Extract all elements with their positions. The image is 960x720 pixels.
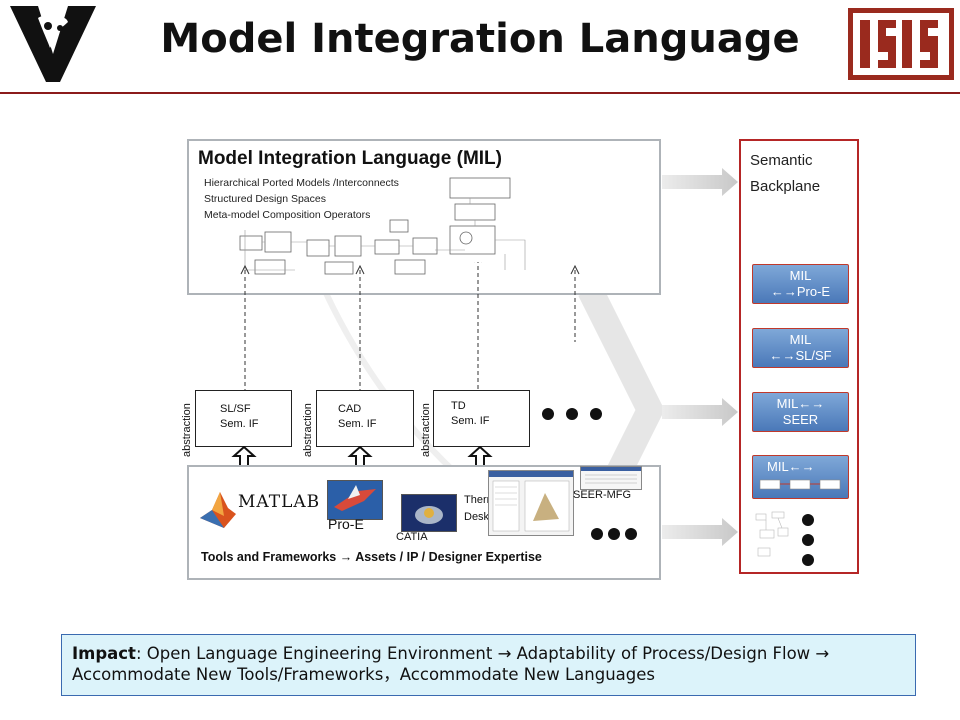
seer-mfg-label: SEER-MFG: [573, 489, 632, 501]
backplane-item-mil-seer[interactable]: MIL←→SEER: [752, 392, 849, 432]
abstraction-label-1: abstraction: [181, 403, 193, 457]
page-title: Model Integration Language: [160, 16, 800, 62]
arrow-semif-to-backplane: [662, 398, 738, 426]
model-diagram-thumbnail: [239, 177, 526, 275]
catia-screenshot: [401, 494, 457, 532]
ellipsis-dots-backplane: [802, 514, 814, 566]
arrow-mil-to-backplane: [662, 168, 738, 196]
mil-panel-title: Model Integration Language (MIL): [198, 148, 502, 169]
impact-text: : Open Language Engineering Environment …: [72, 644, 830, 684]
thermal-desktop-screenshot: [488, 470, 574, 536]
mil-bullet-1: Hierarchical Ported Models /Interconnect…: [204, 177, 399, 189]
proe-screenshot: [327, 480, 383, 520]
matlab-label: MATLAB: [238, 492, 321, 512]
isis-logo: [848, 8, 954, 80]
sem-if-slsf: [195, 390, 292, 447]
abstraction-arrows: [240, 262, 580, 392]
mil-bullet-2: Structured Design Spaces: [204, 193, 326, 205]
backplane-item-mil-next[interactable]: MIL←→: [752, 455, 849, 499]
ellipsis-dots-semif: [542, 408, 602, 420]
ellipsis-dots-tools: [591, 528, 637, 540]
vanderbilt-logo: [8, 4, 98, 84]
tools-caption: Tools and Frameworks → Assets / IP / Des…: [201, 550, 542, 564]
backplane-sketch-thumbnail: [755, 511, 789, 557]
arrow-tools-to-backplane: [662, 518, 738, 546]
backplane-item-mil-slsf[interactable]: MIL←→SL/SF: [752, 328, 849, 368]
backplane-mini-diagram: [759, 479, 840, 490]
mil-bullet-3: Meta-model Composition Operators: [204, 209, 371, 221]
matlab-simulink-logo: MATLAB: [198, 488, 330, 534]
sem-if-td: [433, 390, 530, 447]
sem-if-cad: [316, 390, 414, 447]
impact-label: Impact: [72, 644, 136, 663]
impact-callout: Impact: Open Language Engineering Enviro…: [61, 634, 916, 696]
header-rule: [0, 92, 960, 94]
catia-label: CATIA: [396, 531, 428, 543]
proe-label: Pro-E: [328, 516, 364, 532]
seer-screenshot: [580, 466, 642, 490]
backplane-item-mil-proe[interactable]: MIL←→Pro-E: [752, 264, 849, 304]
